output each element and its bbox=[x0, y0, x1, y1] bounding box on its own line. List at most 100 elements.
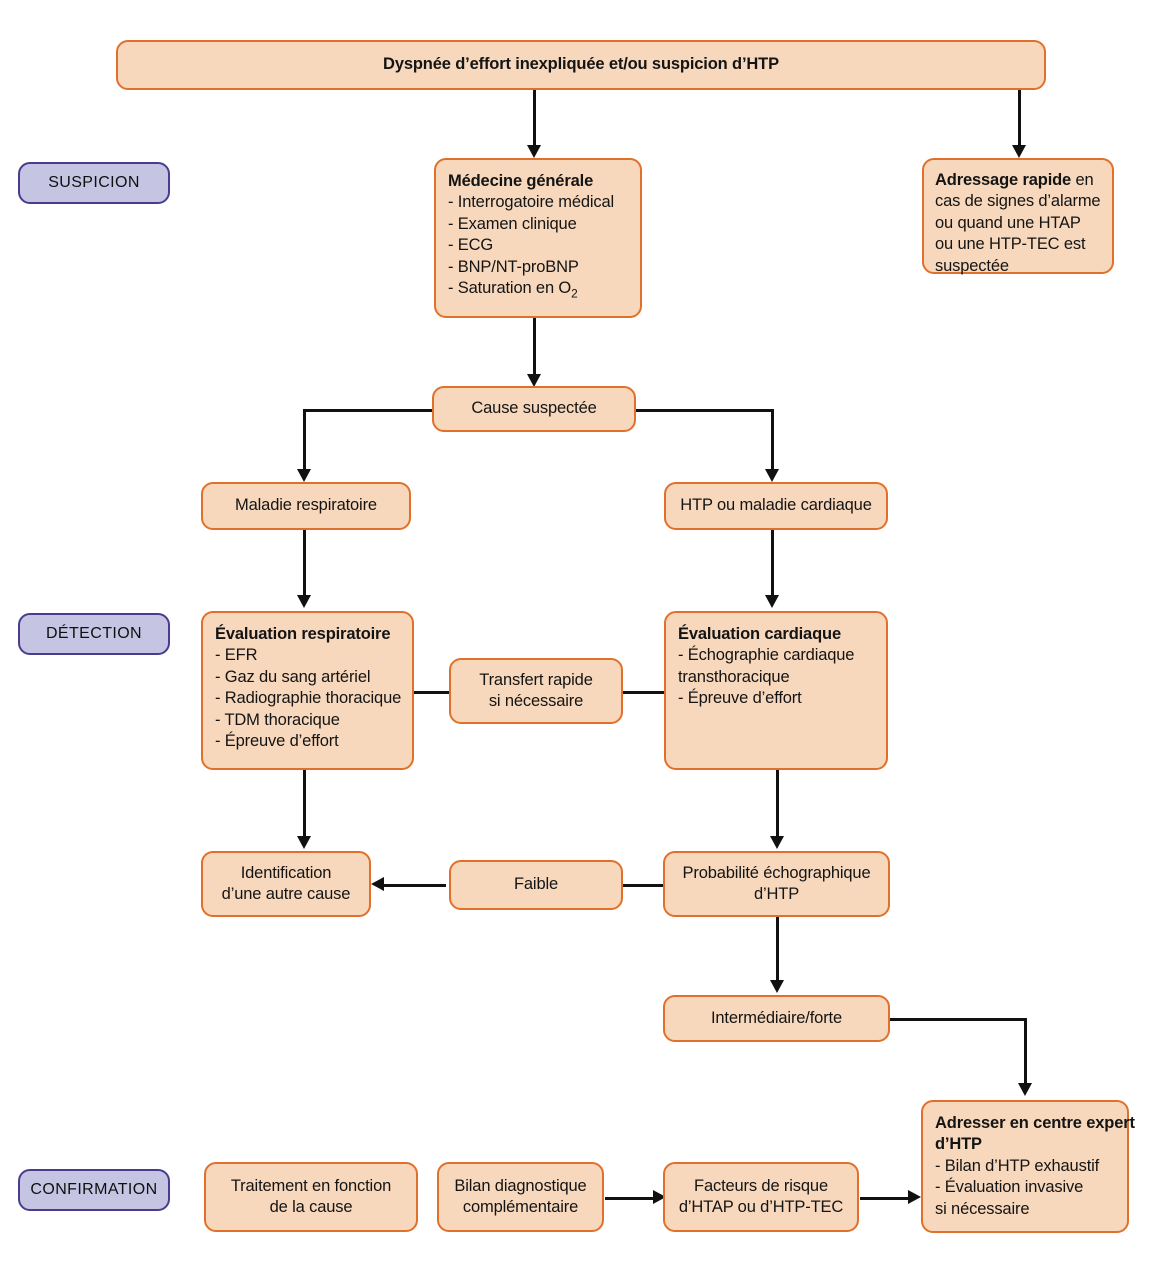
transfert-rapide-line2: si nécessaire bbox=[488, 692, 584, 710]
connector-cause-right-horizontal bbox=[634, 409, 774, 412]
node-centre-expert[interactable]: Adresser en centre expert d’HTP - Bilan … bbox=[921, 1100, 1135, 1233]
stage-pill-confirmation[interactable]: CONFIRMATION bbox=[18, 1169, 170, 1211]
medecine-generale-item-1: - Examen clinique bbox=[448, 214, 577, 233]
node-maladie-respiratoire[interactable]: Maladie respiratoire bbox=[201, 482, 411, 530]
centre-expert-title-line1: Adresser en centre expert bbox=[935, 1114, 1135, 1132]
arrowhead-cardiaque-to-evaluation bbox=[765, 595, 779, 608]
connector-cause-left-horizontal bbox=[303, 409, 433, 412]
title-banner-text: Dyspnée d’effort inexpliquée et/ou suspi… bbox=[383, 55, 779, 74]
arrowhead-faible-to-identification bbox=[371, 877, 384, 891]
arrowhead-bilan-to-facteurs bbox=[653, 1190, 666, 1204]
arrowhead-medecine-to-cause bbox=[527, 374, 541, 387]
centre-expert-item-0: - Bilan d’HTP exhaustif bbox=[935, 1156, 1100, 1175]
cause-suspectee-text: Cause suspectée bbox=[471, 399, 597, 418]
adressage-rapide-text: Adressage rapide en cas de signes d’alar… bbox=[935, 170, 1102, 277]
arrowhead-cause-to-cardiaque bbox=[765, 469, 779, 482]
node-cause-suspectee[interactable]: Cause suspectée bbox=[432, 386, 636, 432]
stage-label-detection: DÉTECTION bbox=[45, 625, 143, 642]
adressage-rapide-rest: en cas de signes d’alarme ou quand une H… bbox=[935, 171, 1101, 275]
connector-evaluation-resp-to-identification bbox=[303, 770, 306, 838]
facteurs-risque-line1: Facteurs de risque bbox=[694, 1176, 828, 1195]
connector-evaluation-card-to-probabilite bbox=[776, 770, 779, 838]
stage-pill-detection[interactable]: DÉTECTION bbox=[18, 613, 170, 655]
connector-cause-right-vertical bbox=[771, 409, 774, 471]
evaluation-cardiaque-item-0: - Échographie cardiaque bbox=[678, 646, 855, 665]
node-adressage-rapide[interactable]: Adressage rapide en cas de signes d’alar… bbox=[922, 158, 1114, 277]
connector-facteurs-to-centre-expert bbox=[860, 1197, 910, 1200]
connector-intermediaire-vertical bbox=[1024, 1018, 1027, 1085]
medecine-generale-item-4: - Saturation en O2 bbox=[448, 278, 630, 302]
htp-maladie-cardiaque-text: HTP ou maladie cardiaque bbox=[680, 496, 872, 515]
connector-evaluation-resp-to-transfert bbox=[412, 691, 450, 694]
medecine-generale-item-3: - BNP/NT-proBNP bbox=[448, 257, 579, 276]
traitement-cause-line2: de la cause bbox=[269, 1198, 353, 1216]
node-medecine-generale[interactable]: Médecine générale - Interrogatoire médic… bbox=[434, 158, 642, 318]
medecine-generale-item-2: - ECG bbox=[448, 236, 494, 255]
traitement-cause-line1: Traitement en fonction bbox=[230, 1176, 392, 1195]
node-traitement-cause[interactable]: Traitement en fonction de la cause bbox=[204, 1162, 418, 1232]
maladie-respiratoire-text: Maladie respiratoire bbox=[235, 496, 377, 515]
stage-label-suspicion: SUSPICION bbox=[48, 174, 140, 191]
arrowhead-evaluation-resp-to-identification bbox=[297, 836, 311, 849]
medecine-generale-item-4-text: - Saturation en O bbox=[448, 279, 572, 298]
evaluation-respiratoire-item-3: - TDM thoracique bbox=[215, 710, 340, 729]
bilan-complementaire-line2: complémentaire bbox=[462, 1198, 579, 1216]
evaluation-respiratoire-title: Évaluation respiratoire bbox=[215, 625, 391, 643]
intermediaire-forte-text: Intermédiaire/forte bbox=[710, 1008, 843, 1027]
connector-faible-to-identification bbox=[383, 884, 446, 887]
arrowhead-cause-to-respiratoire bbox=[297, 469, 311, 482]
node-htp-maladie-cardiaque[interactable]: HTP ou maladie cardiaque bbox=[664, 482, 888, 530]
evaluation-cardiaque-title: Évaluation cardiaque bbox=[678, 625, 841, 643]
node-facteurs-risque[interactable]: Facteurs de risque d’HTAP ou d’HTP-TEC bbox=[663, 1162, 859, 1232]
connector-probabilite-to-intermediaire bbox=[776, 914, 779, 982]
arrowhead-banner-to-adressage bbox=[1012, 145, 1026, 158]
node-title-banner[interactable]: Dyspnée d’effort inexpliquée et/ou suspi… bbox=[116, 40, 1046, 90]
node-identification-autre-cause[interactable]: Identification d’une autre cause bbox=[201, 851, 371, 917]
arrowhead-intermediaire-to-centre-expert bbox=[1018, 1083, 1032, 1096]
probabilite-echographique-line1: Probabilité échographique bbox=[682, 863, 871, 882]
connector-cardiaque-to-evaluation bbox=[771, 530, 774, 597]
node-probabilite-echographique[interactable]: Probabilité échographique d’HTP bbox=[663, 851, 890, 917]
medecine-generale-title: Médecine générale bbox=[448, 172, 594, 190]
stage-label-confirmation: CONFIRMATION bbox=[30, 1181, 158, 1198]
node-evaluation-cardiaque[interactable]: Évaluation cardiaque - Échographie cardi… bbox=[664, 611, 888, 770]
adressage-rapide-lead: Adressage rapide bbox=[935, 171, 1072, 189]
arrowhead-facteurs-to-centre-expert bbox=[908, 1190, 921, 1204]
connector-bilan-to-facteurs bbox=[605, 1197, 655, 1200]
evaluation-cardiaque-item-1: transthoracique bbox=[678, 667, 790, 686]
connector-intermediaire-horizontal bbox=[888, 1018, 1026, 1021]
medecine-generale-item-0: - Interrogatoire médical bbox=[448, 193, 615, 212]
arrowhead-banner-to-medecine bbox=[527, 145, 541, 158]
evaluation-respiratoire-item-0: - EFR bbox=[215, 646, 258, 665]
probabilite-echographique-line2: d’HTP bbox=[753, 885, 800, 903]
identification-autre-cause-line1: Identification bbox=[240, 863, 332, 882]
connector-probabilite-to-faible bbox=[622, 884, 664, 887]
evaluation-respiratoire-item-1: - Gaz du sang artériel bbox=[215, 667, 371, 686]
connector-respiratoire-to-evaluation bbox=[303, 530, 306, 597]
arrowhead-respiratoire-to-evaluation bbox=[297, 595, 311, 608]
faible-text: Faible bbox=[513, 875, 559, 894]
evaluation-cardiaque-item-2: - Épreuve d’effort bbox=[678, 689, 802, 708]
connector-banner-to-medecine bbox=[533, 89, 536, 147]
stage-pill-suspicion[interactable]: SUSPICION bbox=[18, 162, 170, 204]
identification-autre-cause-line2: d’une autre cause bbox=[221, 885, 351, 903]
arrowhead-evaluation-card-to-probabilite bbox=[770, 836, 784, 849]
node-faible[interactable]: Faible bbox=[449, 860, 623, 910]
centre-expert-title-line2: d’HTP bbox=[935, 1135, 982, 1154]
centre-expert-item-1: - Évaluation invasive bbox=[935, 1178, 1084, 1197]
bilan-complementaire-line1: Bilan diagnostique bbox=[454, 1176, 587, 1195]
transfert-rapide-line1: Transfert rapide bbox=[479, 670, 593, 689]
node-intermediaire-forte[interactable]: Intermédiaire/forte bbox=[663, 995, 890, 1042]
connector-medecine-to-cause bbox=[533, 318, 536, 376]
medecine-generale-item-4-subscript: 2 bbox=[571, 286, 578, 301]
connector-transfert-to-evaluation-card bbox=[622, 691, 666, 694]
facteurs-risque-line2: d’HTAP ou d’HTP-TEC bbox=[678, 1198, 844, 1216]
centre-expert-item-2: si nécessaire bbox=[935, 1199, 1030, 1218]
node-transfert-rapide[interactable]: Transfert rapide si nécessaire bbox=[449, 658, 623, 724]
node-evaluation-respiratoire[interactable]: Évaluation respiratoire - EFR - Gaz du s… bbox=[201, 611, 414, 770]
evaluation-respiratoire-item-2: - Radiographie thoracique bbox=[215, 689, 402, 708]
arrowhead-probabilite-to-intermediaire bbox=[770, 980, 784, 993]
evaluation-respiratoire-item-4: - Épreuve d’effort bbox=[215, 732, 339, 751]
node-bilan-complementaire[interactable]: Bilan diagnostique complémentaire bbox=[437, 1162, 604, 1232]
